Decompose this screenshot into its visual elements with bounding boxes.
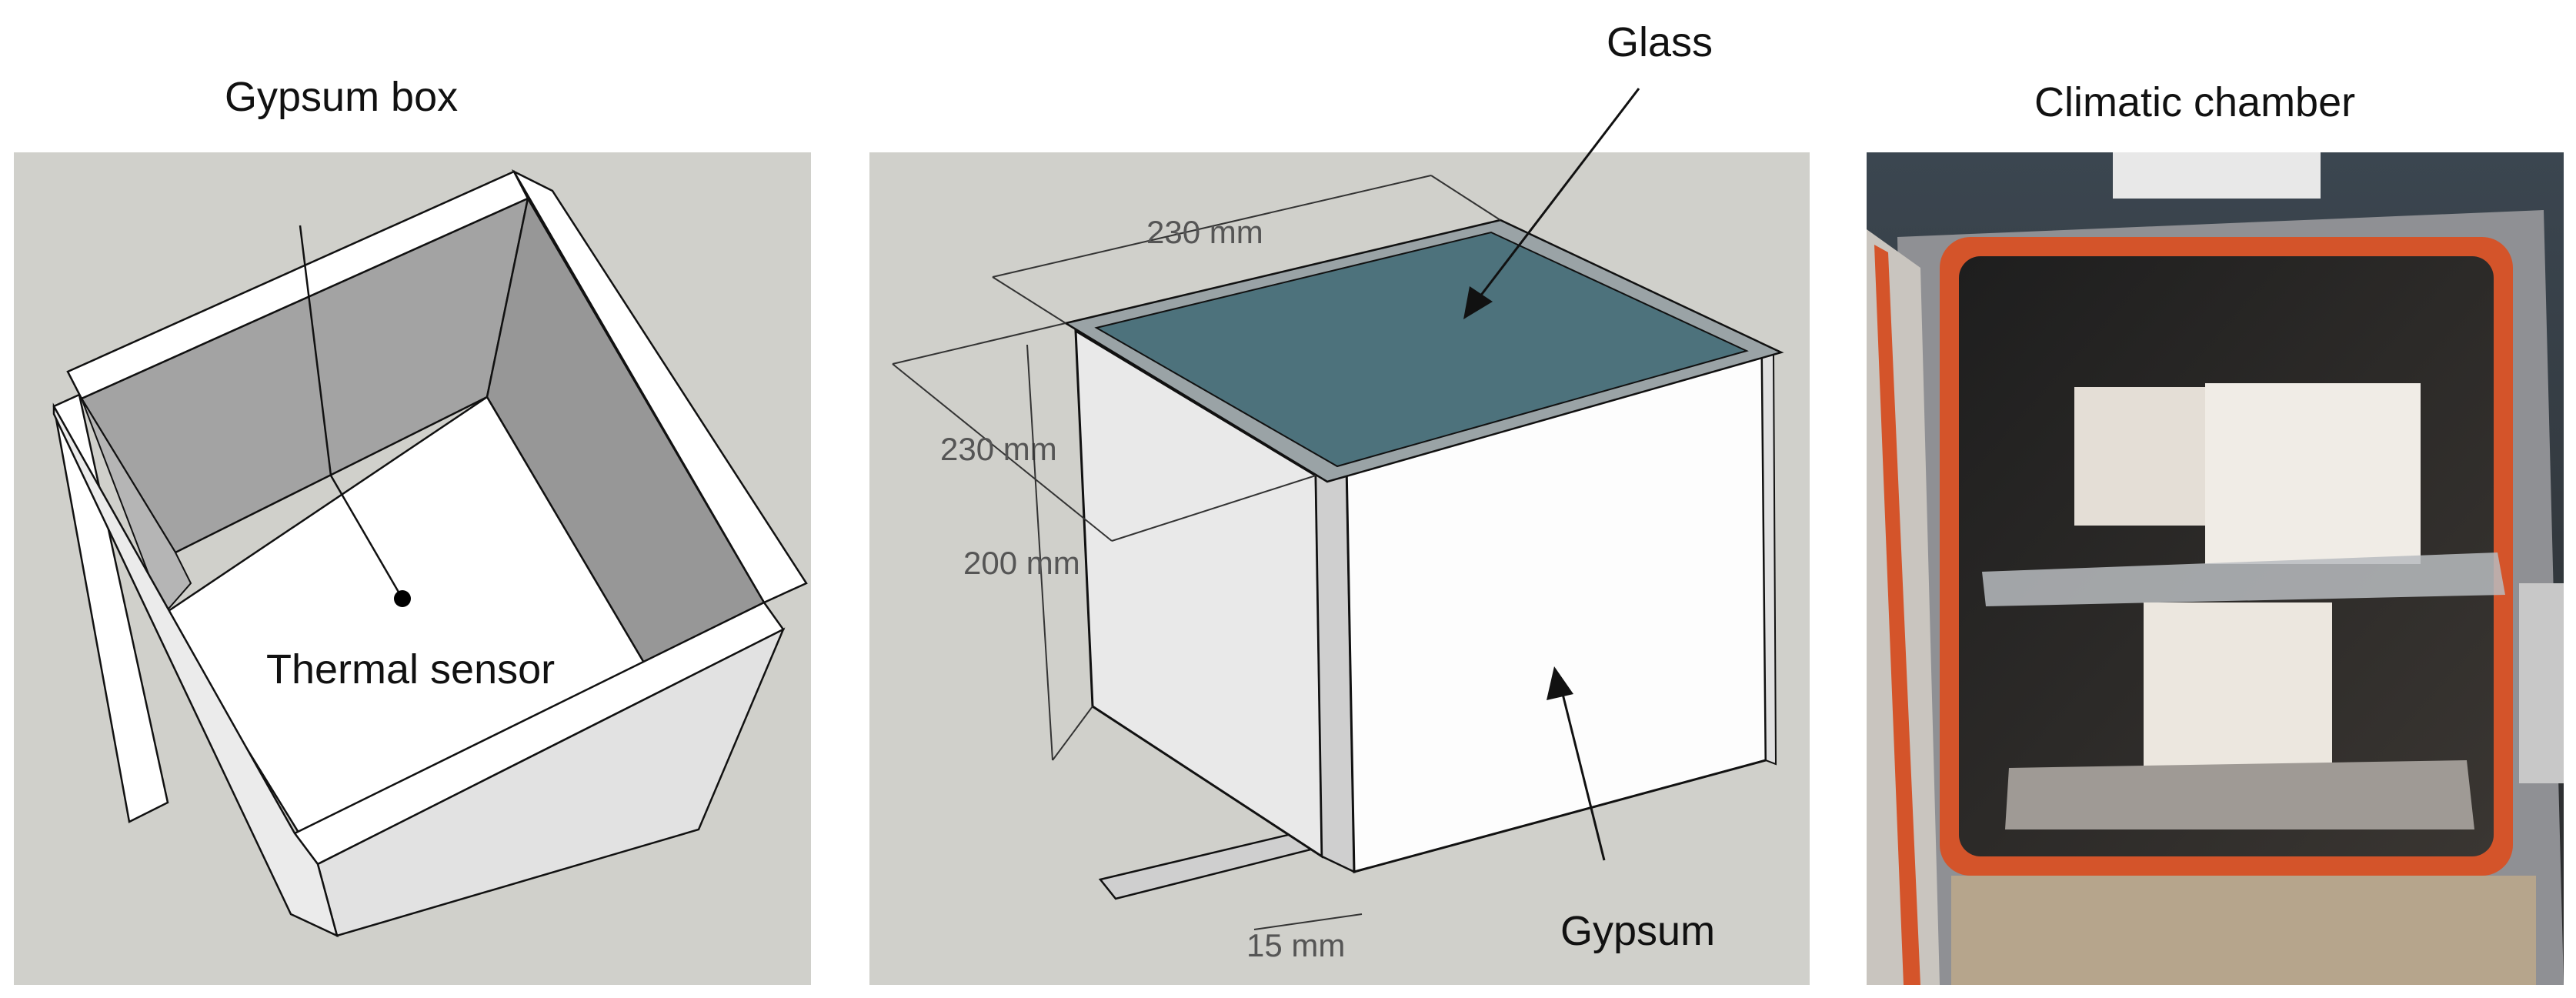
dim-line-left [892,322,1066,365]
glass-label: Glass [1607,19,1713,65]
dim-label-left: 230 mm [940,431,1057,467]
background-window [2113,152,2321,199]
gypsum-box-title: Gypsum box [225,74,459,120]
climatic-chamber-photo [1867,152,2564,985]
box-inner-left-wall [81,398,192,616]
dim-ext-top-left [992,276,1066,324]
gypsum-label: Gypsum [1560,908,1715,954]
dim-ext-left [1111,475,1316,542]
dim-line-height [1026,344,1053,761]
chamber-base [1951,876,2536,985]
glass-arrow-head [1463,286,1493,319]
dim-label-height: 200 mm [963,545,1080,581]
dim-line-top [992,175,1432,278]
thermal-sensor-label: Thermal sensor [266,646,555,693]
gypsum-box-diagram: Thermal sensor [14,152,811,985]
upper-shelf [1982,552,2505,606]
gypsum-box-upper-front [2205,383,2421,564]
sensor-wire [299,225,332,476]
climatic-chamber-title: Climatic chamber [2034,79,2356,125]
glass-arrow [1463,88,1640,319]
glass-arrow-line [1476,88,1640,301]
dim-ext-height-bottom [1052,706,1093,761]
gypsum-box-upper-back [2074,387,2228,526]
thermal-sensor-dot [394,590,411,607]
door-gasket [1874,245,1920,985]
glass-pane [1094,231,1749,468]
box-wall-left-face [52,402,339,938]
control-panel [2519,583,2564,783]
dim-line-left-diag [892,363,1113,542]
box-wall-left-top [52,393,169,823]
glass-box-diagram: 230 mm 230 mm 200 mm 15 mm Gypsum [869,152,1810,985]
gypsum-arrow-head [1547,666,1573,700]
gypsum-box-lower [2144,602,2332,768]
sensor-wire-lower [329,475,404,599]
dim-label-bottom: 15 mm [1246,927,1345,963]
lower-rack [2005,760,2474,829]
gypsum-arrow-line [1560,690,1606,861]
dim-label-top: 230 mm [1146,214,1263,250]
dim-line-bottom [1253,913,1363,930]
dim-ext-top-right [1430,175,1501,221]
